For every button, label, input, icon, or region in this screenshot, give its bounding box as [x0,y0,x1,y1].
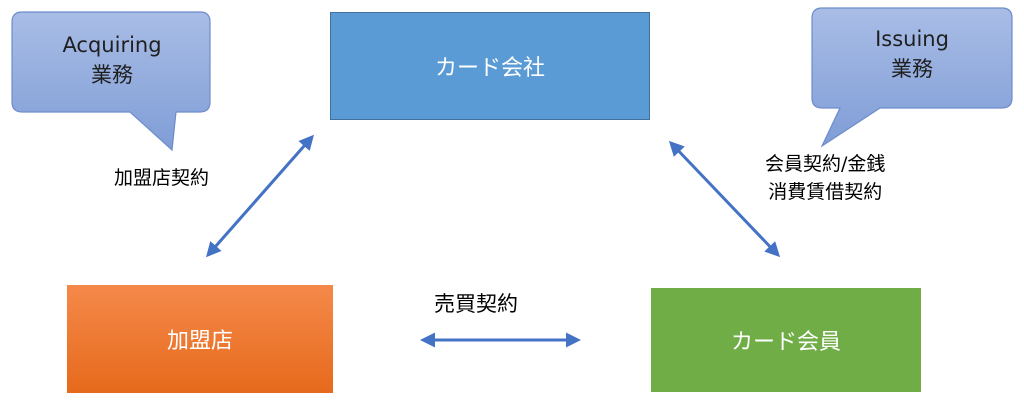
callout-acquiring-shape [11,11,211,152]
card-company-label: カード会社 [434,56,545,81]
member-contract-label: 会員契約/金銭 消費賃借契約 [765,150,885,206]
callout-acquiring-line1: Acquiring [62,33,162,57]
merchant-label: 加盟店 [166,329,233,354]
card-member-label: カード会員 [730,330,841,355]
arrow-merchant-card-company [206,134,314,258]
card-member-box: カード会員 [651,288,921,392]
callout-issuing-shape [811,7,1013,148]
merchant-contract-label: 加盟店契約 [114,167,210,189]
sales-contract-label: 売買契約 [434,292,518,316]
merchant-box: 加盟店 [67,285,333,393]
callout-issuing: Issuing 業務 [812,24,1012,84]
member-contract-line1: 会員契約/金銭 [765,153,886,175]
callout-acquiring-line2: 業務 [91,63,133,87]
card-company-box: カード会社 [330,12,650,120]
arrow-card-company-member [668,140,781,258]
member-contract-line2: 消費賃借契約 [768,181,883,203]
callout-issuing-line2: 業務 [891,57,933,81]
callout-issuing-line1: Issuing [875,27,949,51]
callout-acquiring: Acquiring 業務 [14,30,210,90]
